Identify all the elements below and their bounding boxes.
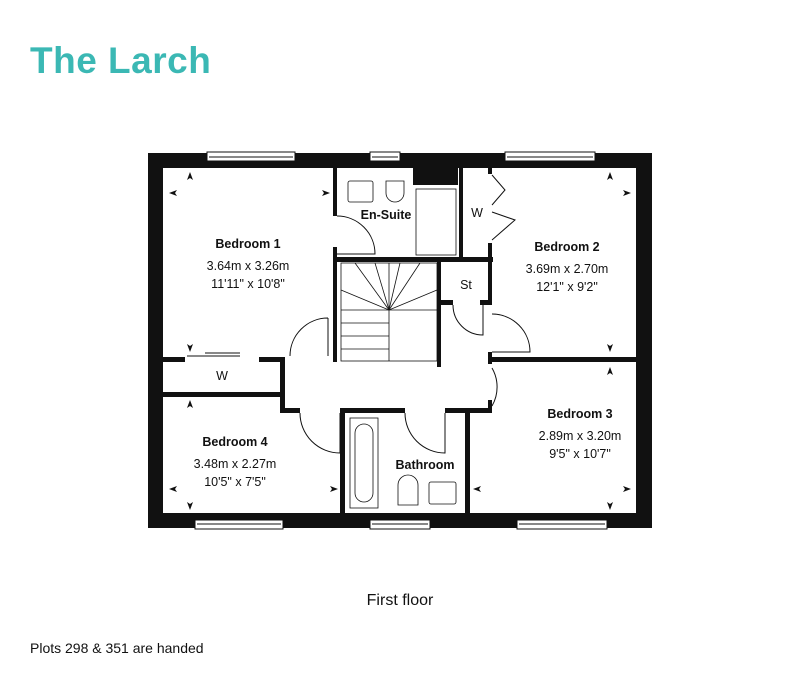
ensuite-name: En-Suite (361, 208, 412, 222)
bedroom1-name: Bedroom 1 (215, 237, 280, 251)
doors (187, 174, 531, 454)
bedroom3-name: Bedroom 3 (547, 407, 612, 421)
ensuite-toilet-icon (385, 180, 405, 203)
room-labels: Bedroom 1 3.64m x 3.26m 11'11" x 10'8" B… (194, 206, 622, 489)
wardrobe2-name: W (471, 206, 483, 220)
shower-tray-icon (415, 188, 457, 256)
bathroom-toilet-icon (397, 474, 419, 506)
bedroom4-metric: 3.48m x 2.27m (194, 457, 277, 471)
wardrobe1-name: W (216, 369, 228, 383)
store-name: St (460, 278, 472, 292)
floor-label: First floor (366, 592, 434, 609)
bedroom2-imperial: 12'1" x 9'2" (536, 280, 598, 294)
stairs (340, 262, 438, 362)
handed-note: Plots 298 & 351 are handed (30, 640, 204, 656)
bedroom1-metric: 3.64m x 3.26m (207, 259, 290, 273)
bedroom3-metric: 2.89m x 3.20m (539, 429, 622, 443)
dimension-arrows (169, 172, 631, 510)
bedroom2-name: Bedroom 2 (534, 240, 599, 254)
bathroom-basin-icon (428, 481, 457, 505)
bedroom1-imperial: 11'11" x 10'8" (211, 277, 285, 291)
bedroom4-name: Bedroom 4 (202, 435, 267, 449)
bath-icon (349, 417, 379, 509)
bathroom-name: Bathroom (395, 458, 454, 472)
bedroom4-imperial: 10'5" x 7'5" (204, 475, 266, 489)
bedroom2-metric: 3.69m x 2.70m (526, 262, 609, 276)
ensuite-basin-icon (347, 180, 374, 203)
bedroom3-imperial: 9'5" x 10'7" (549, 447, 611, 461)
page-title: The Larch (30, 40, 212, 81)
windows (194, 151, 608, 530)
sanitaryware (347, 180, 457, 509)
